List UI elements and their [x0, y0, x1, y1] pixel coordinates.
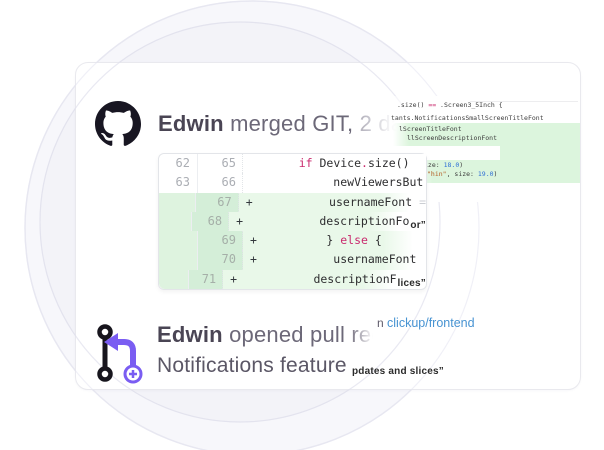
code-segment: else	[340, 233, 368, 248]
background-code-line: tants.NotificationsSmallScreenTitleFont	[391, 114, 544, 122]
code-segment: lScreenTitleFont	[399, 125, 462, 133]
background-code-line: .size() == .Screen3_5Inch {	[397, 101, 503, 109]
repo-line: n clickup/frontend	[377, 316, 475, 331]
diff-row: 71+ descriptionFlices”	[159, 269, 426, 290]
new-line-number: 70	[198, 250, 243, 270]
code-segment: size()	[367, 156, 410, 170]
code-segment: tants.NotificationsSmallScreenTitleFont	[391, 114, 544, 122]
diff-add-marker: +	[230, 271, 238, 286]
diff-row: 67+ usernameFont =	[159, 192, 426, 212]
old-line-number: 63	[159, 173, 198, 193]
code-segment: .size()	[397, 101, 429, 109]
background-added-block	[393, 123, 580, 146]
code-segment: ==	[428, 101, 437, 109]
code-segment: usernameFont	[271, 252, 417, 267]
old-line-number	[159, 211, 192, 232]
background-code-line: ize: 18.0)	[424, 161, 463, 169]
diff-add-marker: +	[236, 213, 243, 228]
diff-code-cell: + } else {	[243, 231, 426, 251]
pr-user: Edwin	[157, 322, 223, 347]
code-segment: Device	[312, 156, 362, 170]
repo-prefix: n	[377, 316, 388, 330]
pull-request-icon	[88, 321, 152, 385]
new-line-number: 71	[189, 269, 224, 290]
code-segment: newViewersBut	[271, 175, 424, 190]
old-line-number	[159, 250, 198, 270]
diff-row: 68+ descriptionFoor”	[159, 211, 426, 232]
old-line-number	[159, 231, 198, 251]
github-avatar	[95, 101, 141, 147]
new-line-number: 67	[196, 192, 239, 212]
old-line-number	[159, 269, 190, 290]
code-segment: if	[298, 156, 313, 170]
code-segment	[271, 156, 299, 170]
code-segment: 19.0	[477, 170, 494, 178]
pr-action: opened pull requ	[222, 322, 385, 347]
new-line-number: 65	[198, 154, 243, 174]
code-segment: or”	[410, 219, 426, 231]
code-segment: =	[412, 194, 426, 209]
pull-request-glyph	[97, 324, 143, 384]
code-segment: )	[459, 161, 464, 169]
new-line-number: 68	[191, 211, 230, 232]
pr-subtitle: Notifications feature	[157, 354, 347, 377]
background-card-divider	[470, 101, 578, 102]
diff-code-cell: + descriptionFoor”	[229, 211, 426, 232]
code-segment: lices”	[397, 277, 426, 289]
occluded-commit-fragment: pdates and slices”	[352, 366, 444, 377]
code-segment: 18.0	[443, 161, 460, 169]
code-segment: "hin"	[427, 170, 447, 178]
diff-row: 69+ } else {	[159, 231, 426, 251]
diff-add-marker: +	[245, 194, 253, 209]
code-segment: usernameFont	[266, 194, 413, 209]
diff-code-cell: + usernameFont =	[238, 192, 426, 212]
code-segment: , size:	[446, 170, 478, 178]
old-line-number: 62	[159, 154, 198, 174]
code-segment: {	[367, 233, 382, 248]
diff-add-marker: +	[250, 233, 257, 248]
background-code-line: llScreenDescriptionFont	[407, 134, 497, 142]
merge-notification-title: Edwin merged GIT, 2 day	[158, 111, 408, 139]
code-segment: .	[361, 156, 368, 170]
background-added-block	[500, 146, 580, 160]
code-segment: )	[493, 170, 498, 178]
background-code-line: lScreenTitleFont	[399, 125, 462, 133]
diff-add-marker: +	[250, 252, 257, 267]
pr-notification-title: Edwin opened pull requ	[157, 322, 385, 350]
new-line-number: 69	[198, 231, 243, 251]
repo-link[interactable]: clickup/frontend	[387, 316, 475, 330]
background-added-block	[418, 160, 580, 183]
merge-action: merged GIT,	[223, 111, 360, 136]
code-segment: .Screen3_5Inch {	[436, 101, 503, 109]
code-segment: descriptionFo	[257, 213, 410, 228]
diff-code-cell: + usernameFont	[243, 250, 426, 270]
diff-code-cell: newViewersBut	[243, 173, 426, 193]
code-segment: }	[271, 233, 341, 248]
diff-code-cell: if Device.size()	[243, 154, 426, 174]
github-octocat-icon	[95, 101, 141, 146]
merge-user: Edwin	[158, 111, 224, 136]
code-segment: llScreenDescriptionFont	[407, 134, 498, 142]
diff-row: 70+ usernameFont	[159, 250, 426, 270]
diff-code-cell: + descriptionFlices”	[223, 269, 426, 290]
code-segment: descriptionF	[251, 271, 397, 286]
new-line-number: 66	[198, 173, 243, 193]
background-code-line: "hin", size: 19.0)	[427, 170, 497, 178]
old-line-number	[159, 192, 197, 212]
code-segment: ize:	[424, 161, 444, 169]
